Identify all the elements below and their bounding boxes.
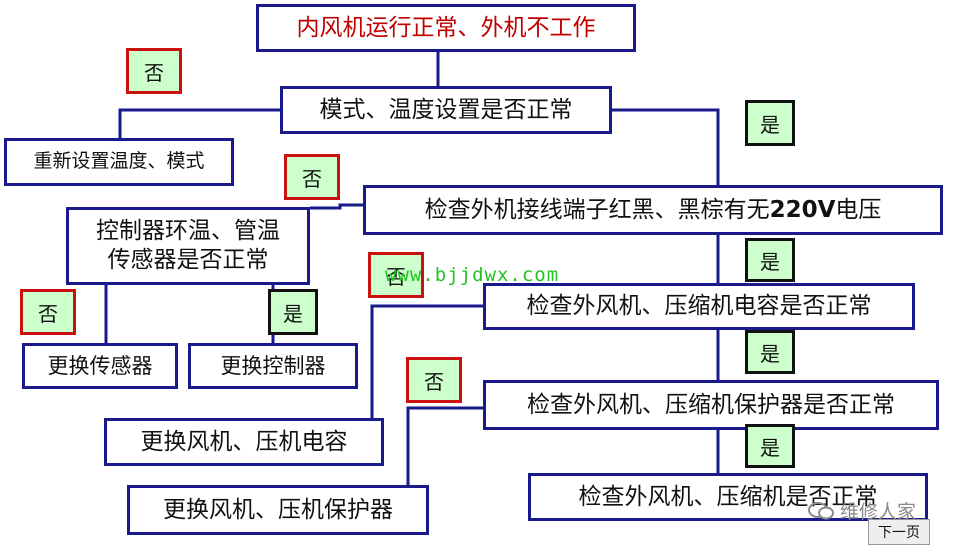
brand-watermark: 维修人家	[808, 497, 916, 524]
check-motor-box: 检查外风机、压缩机是否正常	[528, 473, 928, 521]
check-voltage-text-post: 电压	[835, 196, 882, 223]
brand-name: 维修人家	[840, 501, 917, 523]
tag-yes-mode: 是	[745, 100, 795, 146]
tag-yes-protector: 是	[745, 424, 795, 468]
title-box: 内风机运行正常、外机不工作	[256, 4, 636, 52]
replace-sensor-box: 更换传感器	[22, 343, 178, 389]
check-sensor-line2: 传感器是否正常	[107, 247, 269, 273]
tag-no-sensor: 否	[20, 289, 76, 335]
reset-setting-box: 重新设置温度、模式	[4, 138, 234, 186]
replace-capacitor-box: 更换风机、压机电容	[104, 418, 384, 466]
replace-protector-box: 更换风机、压机保护器	[127, 485, 429, 535]
tag-yes-capacitor: 是	[745, 330, 795, 374]
chat-icon	[808, 501, 834, 521]
check-voltage-text-pre: 检查外机接线端子红黑、黑棕有无	[424, 196, 770, 223]
voltage-value: 220V	[769, 196, 836, 223]
next-page-button[interactable]: 下一页	[868, 519, 930, 545]
check-sensor-box: 控制器环温、管温 传感器是否正常	[66, 207, 310, 285]
replace-controller-box: 更换控制器	[188, 343, 358, 389]
check-protector-box: 检查外风机、压缩机保护器是否正常	[483, 380, 939, 430]
check-capacitor-box: 检查外风机、压缩机电容是否正常	[483, 283, 915, 330]
tag-no-voltage: 否	[284, 154, 340, 200]
tag-no-protector: 否	[406, 357, 462, 403]
tag-yes-sensor: 是	[268, 289, 318, 335]
tag-no-mode: 否	[126, 48, 182, 94]
tag-yes-voltage: 是	[745, 238, 795, 282]
watermark-url: www.bjjdwx.com	[385, 264, 560, 286]
tag-no-capacitor: 否	[368, 252, 424, 298]
check-mode-box: 模式、温度设置是否正常	[280, 86, 612, 134]
check-sensor-line1: 控制器环温、管温	[96, 218, 280, 245]
